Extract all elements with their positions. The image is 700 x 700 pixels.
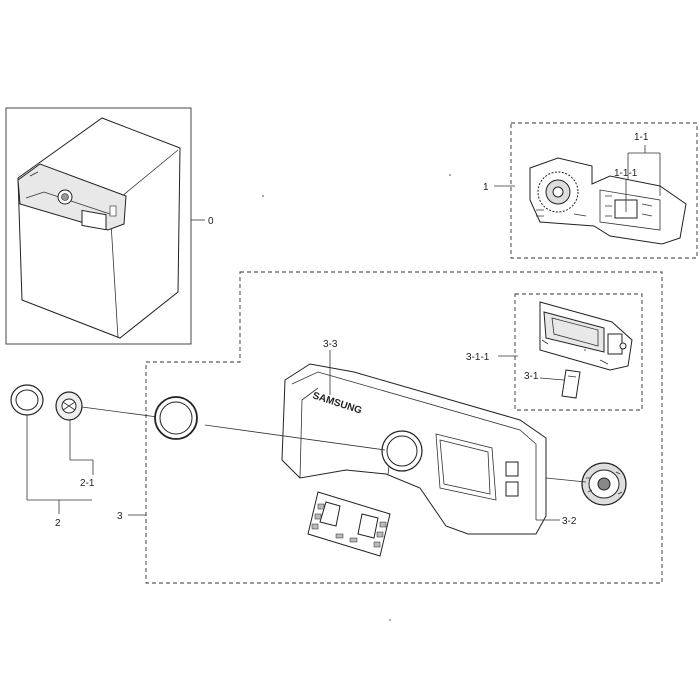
part-3-1-1-frame bbox=[514, 293, 643, 411]
callout-0: 0 bbox=[208, 216, 214, 227]
callout-3-1-1: 3-1-1 bbox=[466, 352, 490, 363]
panel-button-top bbox=[505, 461, 519, 477]
loose-ring bbox=[154, 396, 198, 440]
callout-1: 1 bbox=[483, 182, 489, 193]
part-0-washer-group bbox=[5, 107, 192, 345]
part-3-frame bbox=[145, 271, 663, 584]
callout-3-2: 3-2 bbox=[562, 516, 577, 527]
panel-display-window bbox=[435, 433, 497, 501]
callout-2: 2 bbox=[55, 518, 61, 529]
button-pad bbox=[307, 491, 391, 557]
panel-button-bottom bbox=[505, 481, 519, 497]
callout-1-1-1: 1-1-1 bbox=[614, 168, 638, 179]
encoder-knob bbox=[581, 462, 627, 506]
control-panel-housing-group: SAMSUNG bbox=[281, 363, 547, 535]
callout-1-1: 1-1 bbox=[634, 132, 649, 143]
small-connector-part bbox=[561, 369, 581, 399]
callout-3: 3 bbox=[117, 511, 123, 522]
callout-3-1: 3-1 bbox=[524, 371, 539, 382]
part-1-frame bbox=[510, 122, 698, 259]
display-module bbox=[539, 301, 633, 371]
part-1-pcb-group bbox=[510, 122, 698, 259]
washer-display bbox=[81, 209, 107, 231]
callout-3-3: 3-3 bbox=[323, 339, 338, 350]
callout-2-1: 2-1 bbox=[80, 478, 95, 489]
panel-knob-hole bbox=[381, 430, 423, 472]
part-2-knob-group bbox=[10, 384, 83, 421]
